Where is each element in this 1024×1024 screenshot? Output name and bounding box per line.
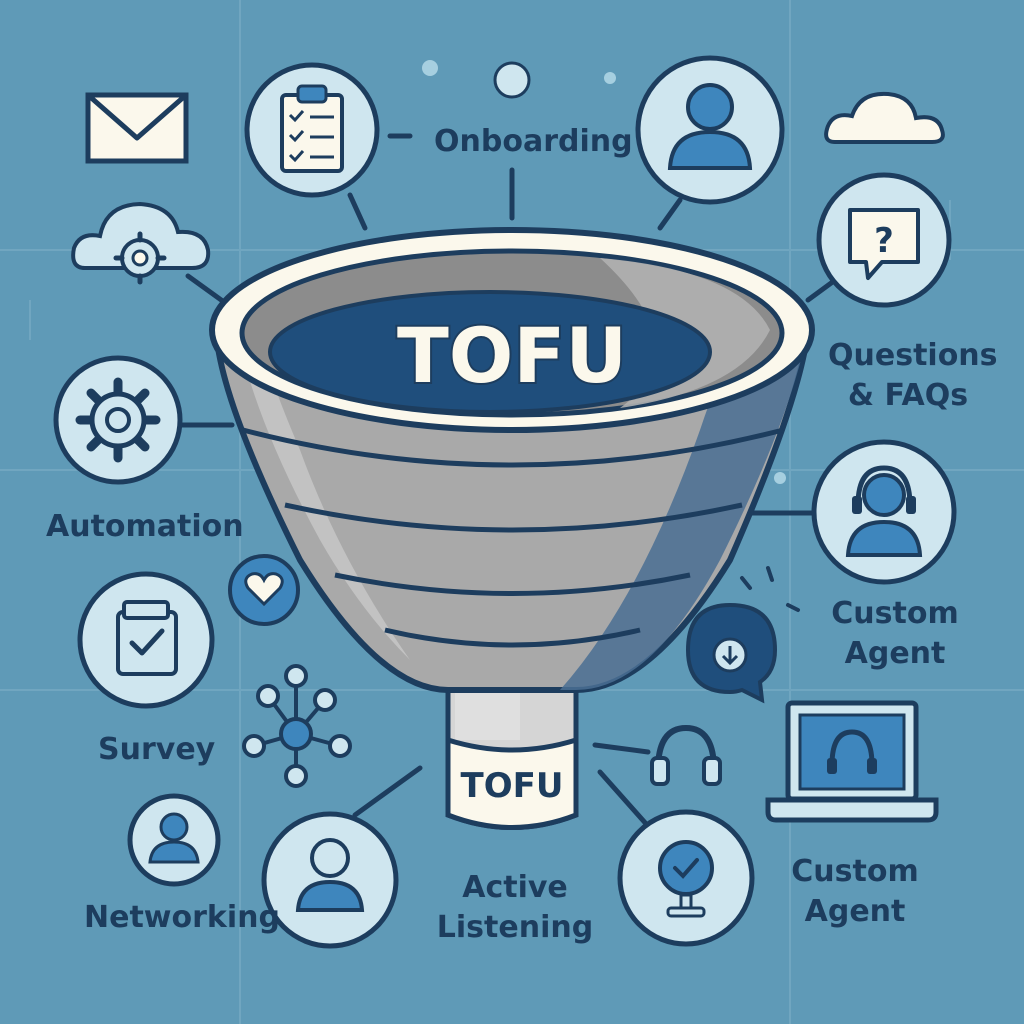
svg-text:?: ?: [874, 221, 894, 261]
user-icon: [127, 793, 221, 887]
label-custom-agent-1-line1: Custom: [831, 596, 959, 631]
network-nodes-icon: [242, 664, 352, 788]
label-automation: Automation: [46, 509, 244, 544]
label-active-listening-line1: Active: [462, 870, 568, 905]
cloud-icon: [824, 91, 945, 144]
funnel: [209, 227, 815, 830]
cloud-gear-icon: [71, 201, 211, 285]
form-checkbox-icon: [77, 571, 215, 709]
spout-label: TOFU: [461, 766, 564, 806]
label-custom-agent-1-line2: Agent: [844, 636, 946, 671]
label-custom-agent-1: Custom Agent: [820, 594, 970, 674]
label-active-listening-line2: Listening: [436, 910, 594, 945]
headphones-icon: [650, 724, 722, 786]
label-questions-line1: Questions: [828, 338, 998, 373]
label-networking: Networking: [84, 900, 280, 935]
label-custom-agent-2-line2: Agent: [804, 894, 906, 929]
headset-agent-icon: [811, 439, 957, 585]
label-custom-agent-2-line1: Custom: [791, 854, 919, 889]
gear-icon: [53, 355, 183, 485]
label-questions-line2: & FAQs: [847, 378, 969, 413]
download-chat-icon: [685, 566, 800, 704]
spout-band: [445, 736, 579, 830]
question-chat-icon: ?: [816, 172, 952, 308]
label-active-listening: Active Listening: [430, 868, 600, 948]
checkmark-badge-icon: [617, 809, 755, 947]
decorative-dots: [422, 60, 786, 484]
label-survey: Survey: [98, 732, 216, 767]
envelope-icon: [85, 92, 189, 164]
laptop-headset-icon: [765, 700, 939, 823]
label-custom-agent-2: Custom Agent: [780, 852, 930, 932]
funnel-opening: [268, 290, 712, 414]
funnel-title: TOFU: [397, 311, 627, 400]
heart-badge-icon: [228, 554, 300, 626]
label-onboarding: Onboarding: [434, 124, 633, 159]
user-icon: [635, 55, 785, 205]
label-questions-faqs: Questions & FAQs: [828, 336, 998, 416]
user-icon: [261, 811, 399, 949]
clipboard-checklist-icon: [244, 62, 380, 198]
